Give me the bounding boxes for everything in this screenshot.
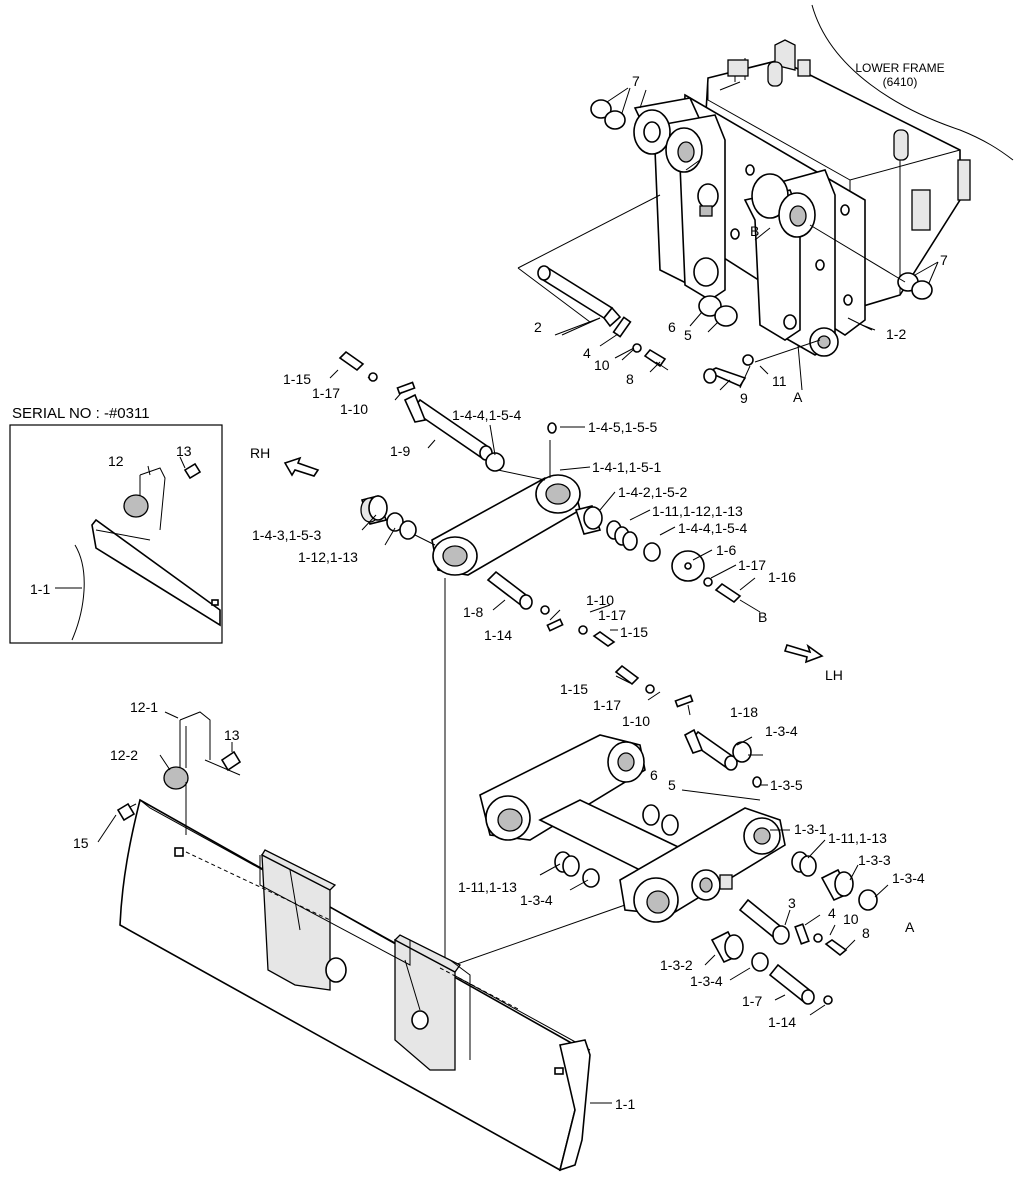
label-1-10-a: 1-10 (340, 401, 368, 417)
label-5-bottom: 5 (668, 777, 676, 793)
label-1-3-4-c: 1-3-4 (520, 892, 553, 908)
inset-label-13: 13 (176, 443, 192, 459)
ref-b-upper: B (750, 223, 759, 239)
label-1-3-2: 1-3-2 (660, 957, 693, 973)
label-1-11-13-b: 1-11,1-13 (458, 879, 517, 895)
frame-title-line2: (6410) (883, 75, 918, 89)
label-1-4-2: 1-4-2,1-5-2 (618, 484, 687, 500)
label-1-17-d: 1-17 (593, 697, 621, 713)
label-1-8: 1-8 (463, 604, 483, 620)
lower-link-assembly (439, 664, 878, 1005)
lh-label: LH (825, 667, 843, 683)
label-1-3-4-d: 1-3-4 (690, 973, 723, 989)
label-10-top: 10 (594, 357, 610, 373)
rh-arrow (283, 456, 320, 477)
label-4-top: 4 (583, 345, 591, 361)
label-1-18: 1-18 (730, 704, 758, 720)
label-10-bottom: 10 (843, 911, 859, 927)
label-1-15-a: 1-15 (283, 371, 311, 387)
label-12-2: 12-2 (110, 747, 138, 763)
label-1-14-a: 1-14 (484, 627, 512, 643)
part-number-labels: 7 7 2 4 10 8 6 5 1-2 11 9 1-15 1-17 1-10… (73, 73, 948, 1112)
label-1-17-a: 1-17 (312, 385, 340, 401)
upper-link-assembly (338, 350, 761, 965)
label-1-11-13-a: 1-11,1-13 (828, 830, 887, 846)
blade-1-1 (119, 798, 591, 1172)
label-1-1: 1-1 (615, 1096, 635, 1112)
label-1-17-b: 1-17 (738, 557, 766, 573)
label-6-top: 6 (668, 319, 676, 335)
label-1-6: 1-6 (716, 542, 736, 558)
ref-a-upper: A (793, 389, 803, 405)
label-1-4-4-a: 1-4-4,1-5-4 (452, 407, 521, 423)
inset-label-1-1: 1-1 (30, 581, 50, 597)
label-1-4-5: 1-4-5,1-5-5 (588, 419, 657, 435)
label-7-top: 7 (632, 73, 640, 89)
label-1-4-3: 1-4-3,1-5-3 (252, 527, 321, 543)
handle-12 (116, 711, 242, 835)
label-1-9: 1-9 (390, 443, 410, 459)
label-1-3-3: 1-3-3 (858, 852, 891, 868)
label-13: 13 (224, 727, 240, 743)
label-1-4-4-b: 1-4-4,1-5-4 (678, 520, 747, 536)
serial-inset (9, 424, 223, 644)
label-12-1: 12-1 (130, 699, 158, 715)
label-1-7: 1-7 (742, 993, 762, 1009)
leader-lines (55, 89, 889, 1104)
washer-7-right (809, 224, 939, 300)
lh-arrow (783, 643, 824, 664)
washers-6-5-top (689, 295, 738, 333)
ref-b-lower: B (758, 609, 767, 625)
label-2: 2 (534, 319, 542, 335)
label-8-top: 8 (626, 371, 634, 387)
label-1-11-12: 1-11,1-12,1-13 (652, 503, 743, 519)
label-1-3-5: 1-3-5 (770, 777, 803, 793)
frame-title-line1: LOWER FRAME (855, 61, 944, 75)
label-11-top: 11 (772, 373, 787, 389)
label-1-4-1: 1-4-1,1-5-1 (592, 459, 661, 475)
label-9: 9 (740, 390, 748, 406)
inset-label-12: 12 (108, 453, 124, 469)
label-4-bottom: 4 (828, 905, 836, 921)
ref-a-lower: A (905, 919, 915, 935)
label-1-12-13: 1-12,1-13 (298, 549, 358, 565)
label-1-14-b: 1-14 (768, 1014, 796, 1030)
label-1-10-c: 1-10 (622, 713, 650, 729)
label-7-right: 7 (940, 252, 948, 268)
rh-label: RH (250, 445, 270, 461)
label-1-3-4-a: 1-3-4 (765, 723, 798, 739)
label-1-15-c: 1-15 (560, 681, 588, 697)
label-1-3-1: 1-3-1 (794, 821, 827, 837)
label-1-16: 1-16 (768, 569, 796, 585)
washer-7-top (590, 87, 631, 130)
mounting-bracket-assembly (633, 93, 866, 357)
label-1-10-b: 1-10 (586, 592, 614, 608)
label-8-bottom: 8 (862, 925, 870, 941)
serial-number-label: SERIAL NO : -#0311 (12, 405, 150, 422)
label-1-17-c: 1-17 (598, 607, 626, 623)
label-1-2: 1-2 (886, 326, 906, 342)
label-5-top: 5 (684, 327, 692, 343)
label-15: 15 (73, 835, 89, 851)
label-1-3-4-b: 1-3-4 (892, 870, 925, 886)
label-3: 3 (788, 895, 796, 911)
label-6-bottom: 6 (650, 767, 658, 783)
frame-title: LOWER FRAME (6410) (855, 61, 944, 89)
label-1-15-b: 1-15 (620, 624, 648, 640)
pin-2 (517, 194, 661, 336)
